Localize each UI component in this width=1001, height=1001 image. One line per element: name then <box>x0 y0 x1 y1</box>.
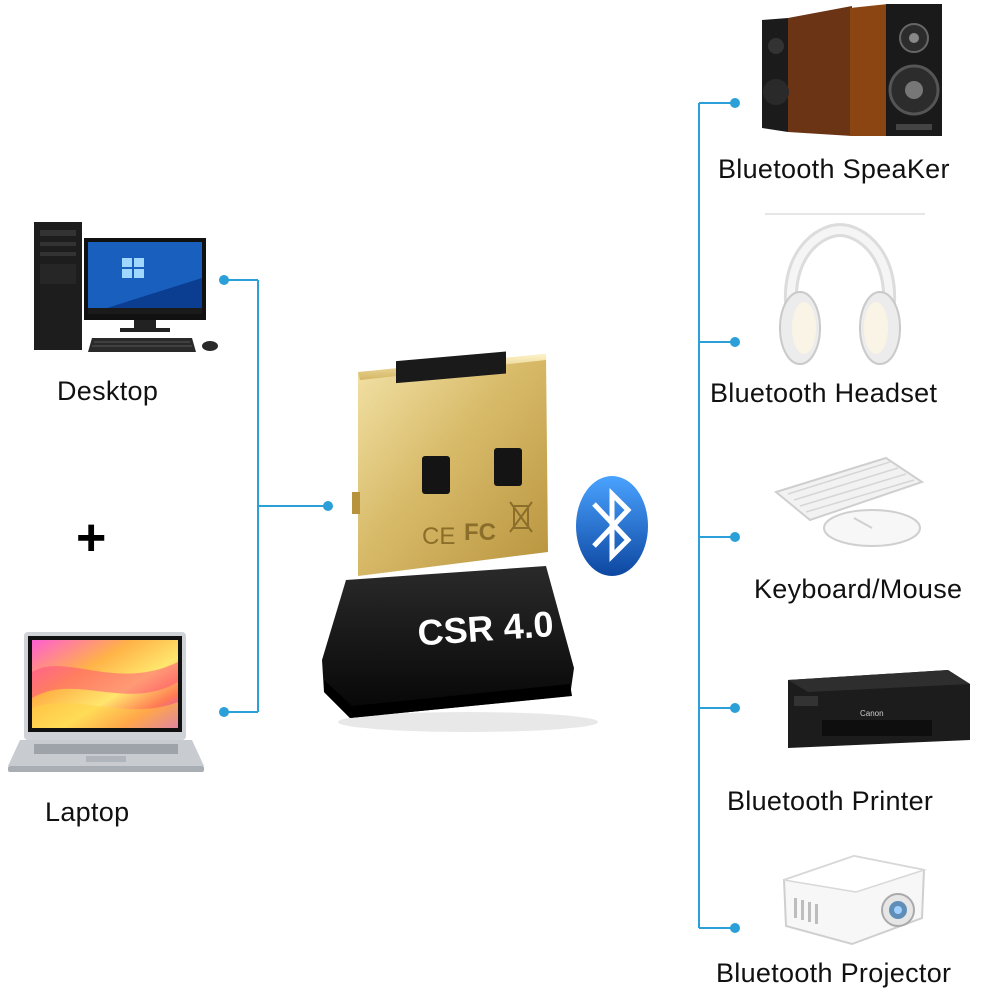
connector-dot <box>730 923 740 933</box>
ce-mark: CE <box>422 523 455 550</box>
connector-dot <box>730 703 740 713</box>
svg-text:Canon: Canon <box>860 709 884 718</box>
weee-icon <box>509 501 533 533</box>
desktop-computer-icon <box>34 222 218 352</box>
laptop-label: Laptop <box>45 797 130 827</box>
device-label-keyboard-mouse: Keyboard/Mouse <box>754 574 963 604</box>
plus-sign: + <box>76 509 107 567</box>
connector-dot <box>219 707 229 717</box>
connector-dot <box>730 337 740 347</box>
device-label-headset: Bluetooth Headset <box>710 378 938 408</box>
connector-dot <box>323 501 333 511</box>
connector-dot <box>219 275 229 285</box>
speaker-icon <box>762 4 942 136</box>
device-label-printer: Bluetooth Printer <box>727 786 934 816</box>
keyboard-mouse-icon <box>773 456 925 547</box>
projector-icon <box>782 854 927 946</box>
fc-mark: FC <box>464 519 496 546</box>
printer-icon: Canon <box>788 670 970 748</box>
device-label-projector: Bluetooth Projector <box>716 958 952 988</box>
device-label-speaker: Bluetooth SpeaKer <box>718 154 950 184</box>
usb-bluetooth-adapter: CE FC CSR 4.0 <box>322 351 598 732</box>
laptop-icon <box>8 632 204 772</box>
desktop-label: Desktop <box>57 376 159 406</box>
model-label: CSR 4.0 <box>416 603 555 653</box>
headset-icon <box>779 222 901 365</box>
connector-dot <box>730 532 740 542</box>
connector-dot <box>730 98 740 108</box>
bluetooth-icon <box>576 476 648 576</box>
